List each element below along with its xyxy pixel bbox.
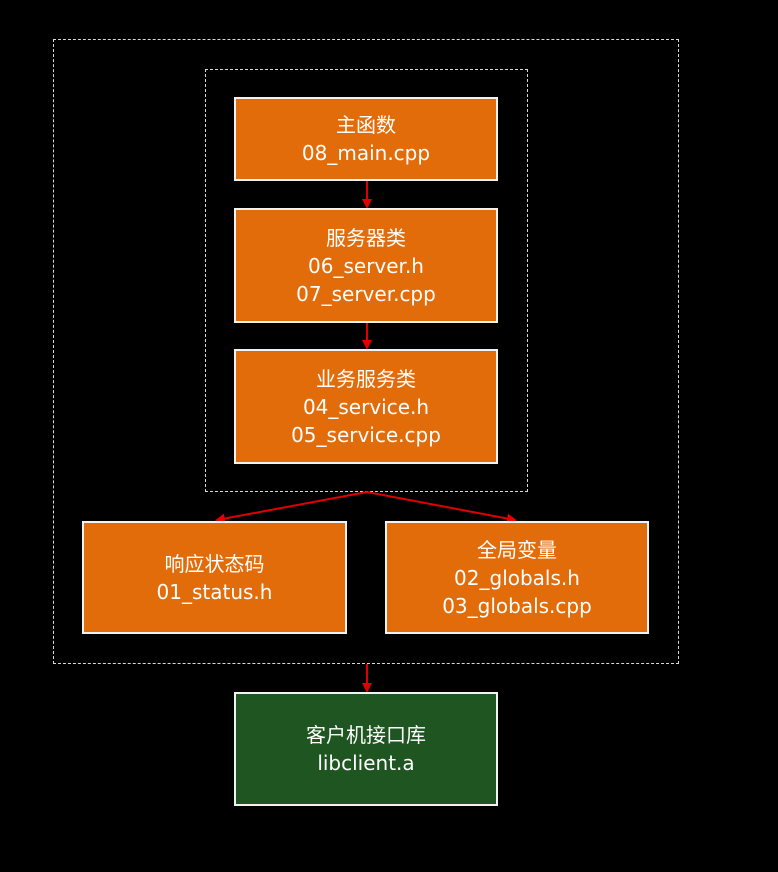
- node-status: 响应状态码 01_status.h: [82, 521, 347, 634]
- node-service: 业务服务类 04_service.h 05_service.cpp: [234, 349, 498, 464]
- node-globals-file: 03_globals.cpp: [442, 593, 592, 618]
- arrow-group-to-globals: [366, 491, 517, 524]
- node-main: 主函数 08_main.cpp: [234, 97, 498, 181]
- node-service-file: 05_service.cpp: [291, 422, 441, 447]
- node-main-title: 主函数: [336, 113, 396, 137]
- node-globals: 全局变量 02_globals.h 03_globals.cpp: [385, 521, 649, 634]
- node-server-file: 06_server.h: [308, 253, 424, 278]
- node-libclient: 客户机接口库 libclient.a: [234, 692, 498, 806]
- node-server: 服务器类 06_server.h 07_server.cpp: [234, 208, 498, 323]
- node-libclient-file: libclient.a: [317, 751, 415, 775]
- node-service-title: 业务服务类: [316, 366, 416, 391]
- module-group-boundary: [53, 39, 679, 664]
- node-main-file: 08_main.cpp: [301, 141, 431, 165]
- node-server-title: 服务器类: [326, 225, 406, 250]
- node-globals-title: 全局变量: [477, 537, 557, 562]
- arrow-group-to-status: [215, 491, 368, 524]
- node-status-file: 01_status.h: [156, 579, 273, 604]
- node-globals-file: 02_globals.h: [454, 565, 580, 590]
- node-service-file: 04_service.h: [302, 394, 430, 419]
- node-libclient-title: 客户机接口库: [306, 723, 426, 747]
- node-status-title: 响应状态码: [164, 551, 265, 576]
- node-server-file: 07_server.cpp: [296, 281, 436, 306]
